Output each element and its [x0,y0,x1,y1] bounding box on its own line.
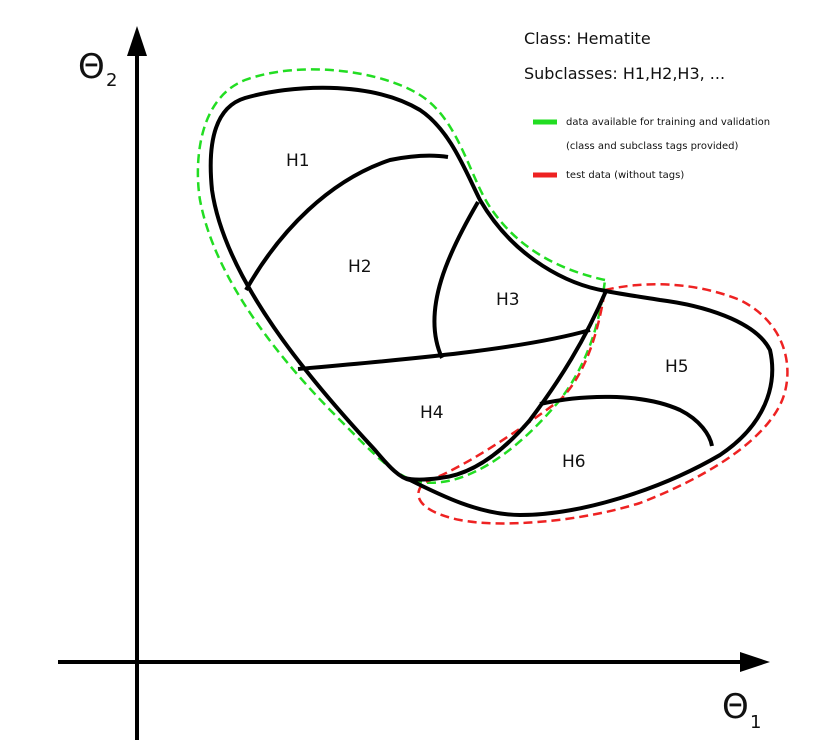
y-axis-symbol: Θ [78,47,105,87]
legend-label-training-note: (class and subclass tags provided) [566,141,738,152]
boundary-h3h4-h5h6 [404,290,608,482]
training-data-boundary [196,68,607,485]
axes: Θ 2 Θ 1 [58,26,770,740]
boundary-h2-h3 [432,200,480,359]
x-axis-subscript: 1 [750,712,761,733]
boundary-h2-h4 [297,328,591,371]
subclass-title: Subclasses: H1,H2,H3, ... [524,64,725,83]
subclass-boundaries [244,153,714,482]
legend: data available for training and validati… [533,117,770,181]
region-labels: H1 H2 H3 H4 H5 H6 [286,151,689,472]
region-label-h4: H4 [420,403,444,423]
boundary-h5-h6 [539,394,714,447]
region-label-h6: H6 [562,452,586,472]
legend-label-training: data available for training and validati… [566,117,770,128]
region-label-h2: H2 [348,257,372,277]
boundary-h1-h2 [244,153,449,291]
region-label-h3: H3 [496,290,520,310]
region-label-h5: H5 [665,357,689,377]
class-outline [208,85,775,518]
y-axis-subscript: 2 [106,70,117,91]
region-label-h1: H1 [286,151,310,171]
legend-label-test: test data (without tags) [566,170,684,181]
x-axis-arrowhead [740,652,770,672]
x-axis-symbol: Θ [722,687,749,727]
y-axis-arrowhead [127,26,147,56]
class-title: Class: Hematite [524,29,651,48]
test-data-boundary [417,283,789,525]
